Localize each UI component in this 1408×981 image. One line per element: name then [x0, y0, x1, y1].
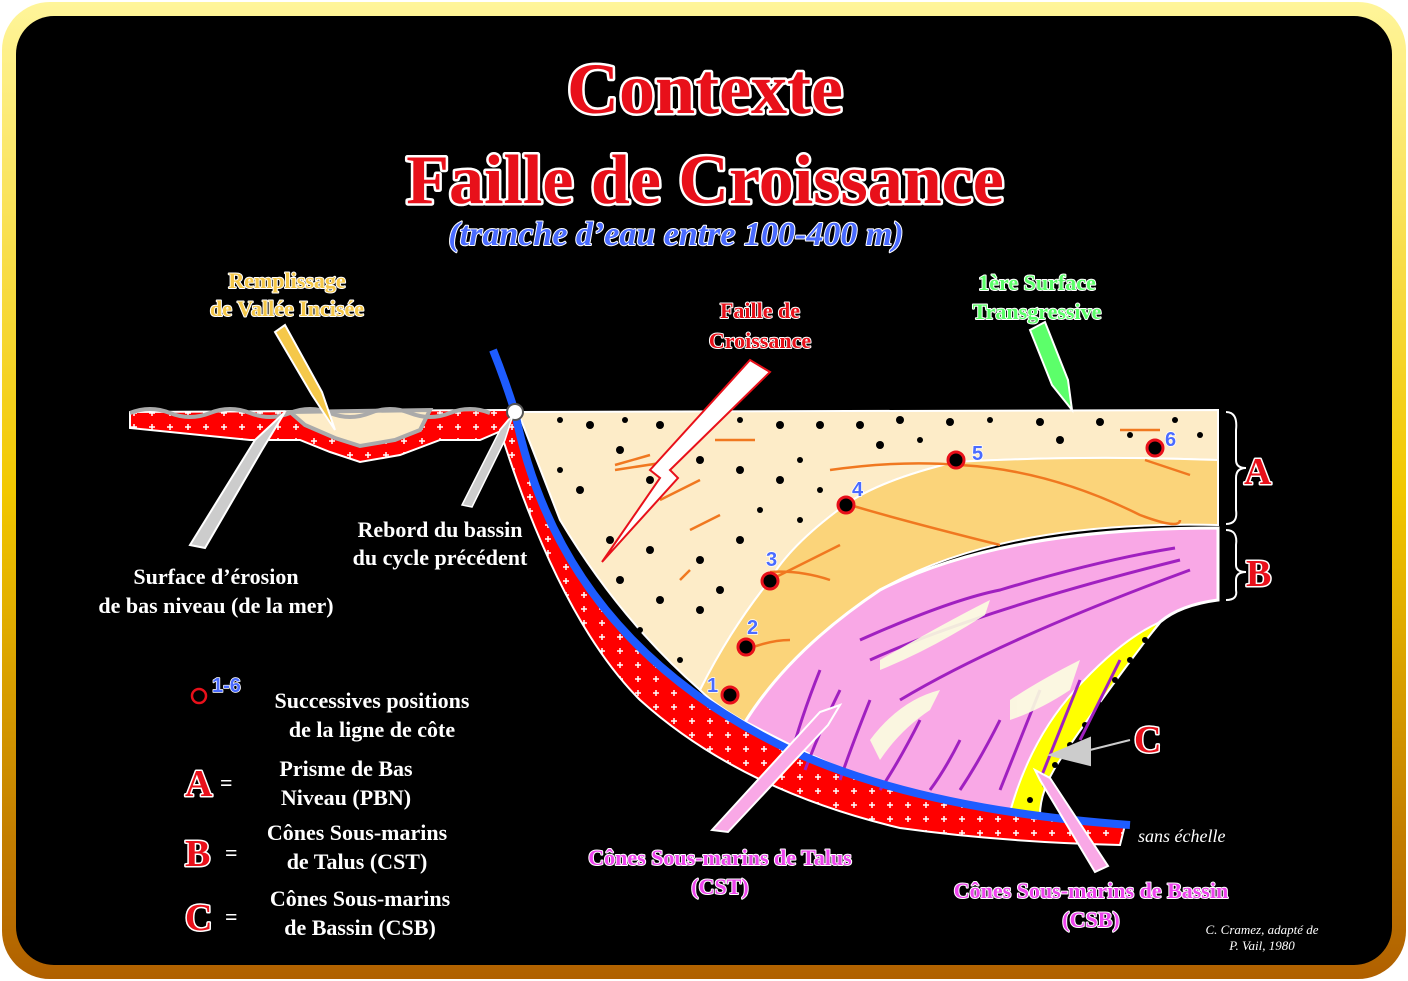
legend-eq-A: = [220, 770, 233, 795]
unit-label-B: B [1246, 553, 1271, 595]
shelf-erosion-line [129, 407, 491, 419]
brace-A [1225, 411, 1247, 525]
shoreline-number-3: 3 [766, 549, 777, 571]
incised-valley-fill [284, 407, 434, 449]
unit-label-A: A [1244, 451, 1272, 493]
basin-fan-c-arrow [1046, 736, 1131, 767]
legend-letter-C: C [185, 897, 212, 939]
legend-letter-B: B [185, 833, 210, 875]
title-line2: Faille de Croissance [406, 142, 1004, 219]
legend-shoreline-symbol [190, 687, 208, 705]
basin-fan-arrow [1032, 767, 1110, 874]
slope-fan-sand-lenses [870, 600, 1080, 760]
unit-label-C: C [1134, 719, 1161, 761]
shoreline-number-1: 1 [707, 675, 718, 697]
erosion-surface-arrow [188, 411, 286, 550]
basin-edge-arrow [460, 414, 514, 508]
shoreline-number-2: 2 [747, 617, 758, 639]
subtitle: (tranche d’eau entre 100-400 m) [448, 216, 903, 253]
sand-dots [557, 416, 1203, 663]
slope-fans-label: Cônes Sous-marins de Talus(CST) [588, 845, 852, 899]
shoreline-number-6: 6 [1165, 429, 1176, 451]
slope-fan-arrow [709, 703, 843, 834]
basin-edge-point [506, 403, 524, 421]
shoreline-markers [720, 438, 1165, 705]
title-line1: Contexte [567, 49, 843, 129]
transgressive-surface-arrow [1028, 320, 1074, 414]
valley-fill-arrow [273, 323, 336, 431]
basin-fans-label: Cônes Sous-marins de Bassin(CSB) [954, 878, 1228, 932]
growth-fault-arrow [601, 358, 772, 563]
no-scale-label: sans échelle [1138, 826, 1225, 846]
legend-letter-A: A [185, 763, 213, 805]
legend-shoreline-range: 1-6 [212, 675, 241, 697]
legend-eq-C: = [225, 904, 238, 929]
shoreline-number-4: 4 [852, 479, 864, 501]
shoreline-number-5: 5 [972, 443, 983, 465]
brace-B [1225, 529, 1247, 601]
legend-eq-B: = [225, 840, 238, 865]
